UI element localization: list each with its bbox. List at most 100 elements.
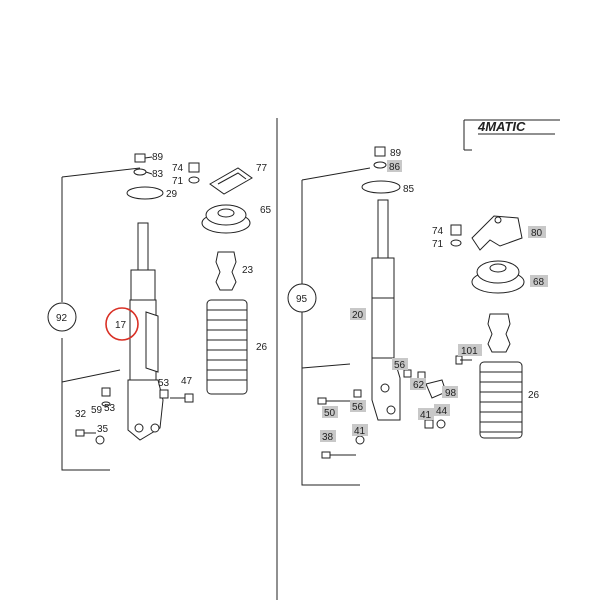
left-assembly: 92 89 83 29 17 74 71 77 65 <box>47 152 272 471</box>
label-71-left: 71 <box>172 176 184 187</box>
dust-boot-26-right <box>479 361 523 439</box>
label-bg-20 <box>350 308 366 320</box>
label-85-right: 85 <box>403 184 415 195</box>
bolt-hole-left <box>150 423 160 433</box>
label-59-left: 59 <box>91 405 103 416</box>
plate-77 <box>209 167 253 195</box>
label-bg-41b <box>352 424 368 436</box>
bracket-80-hole <box>494 216 502 224</box>
strut-upper-right <box>371 257 395 299</box>
bolt-101-right <box>455 355 472 365</box>
label-bg-62 <box>410 378 426 390</box>
ring-29-left <box>126 186 164 200</box>
label-35-left: 35 <box>97 424 109 435</box>
label-bg-101 <box>458 344 482 356</box>
label-29-left: 29 <box>166 189 178 200</box>
strut-rod-right <box>377 199 389 259</box>
label-38: 38 <box>322 432 334 443</box>
label-bg-50 <box>322 406 338 418</box>
bolt-hole-right-2 <box>386 405 396 415</box>
label-26-right: 26 <box>528 390 540 401</box>
emblem-4matic: 4MATIC <box>463 119 560 151</box>
label-bg-86 <box>387 160 402 172</box>
nut-53-upper-left <box>159 389 169 399</box>
nut-59-left <box>101 387 111 397</box>
label-83-left: 83 <box>152 169 164 180</box>
label-bg-38 <box>320 430 336 442</box>
label-77: 77 <box>256 163 268 174</box>
group-label-95: 95 <box>296 294 308 305</box>
label-bg-56-lower <box>350 400 366 412</box>
washer-41-lower-right <box>355 435 365 445</box>
label-71-right: 71 <box>432 239 444 250</box>
group-label-92: 92 <box>56 313 68 324</box>
washer-44-right <box>436 419 446 429</box>
label-bg-98 <box>442 386 458 398</box>
label-20-right: 20 <box>352 310 364 321</box>
bolt-hole-right <box>380 383 390 393</box>
label-bg-80 <box>528 226 546 238</box>
strut-rod-left <box>137 222 149 272</box>
washer-83-left <box>133 168 147 176</box>
label-41-right-a: 41 <box>420 410 432 421</box>
mount-68-center <box>489 263 507 273</box>
strut-body-right <box>371 297 395 359</box>
bracket-80 <box>471 215 523 251</box>
label-101: 101 <box>461 346 478 357</box>
bolt-47-left <box>170 393 194 403</box>
label-50: 50 <box>324 408 336 419</box>
label-89-left: 89 <box>152 152 164 163</box>
label-bg-68 <box>530 275 548 287</box>
label-26-left: 26 <box>256 342 268 353</box>
label-74-left: 74 <box>172 163 184 174</box>
group-circle-95 <box>287 283 317 313</box>
bump-stop-23-left <box>215 251 237 291</box>
nut-56-upper-right <box>403 369 412 378</box>
strut-tube-left <box>145 311 159 373</box>
washer-53-left <box>101 401 111 407</box>
emblem-text: 4MATIC <box>477 119 526 134</box>
label-bg-56-upper <box>392 358 408 370</box>
nut-89-right <box>374 146 386 157</box>
label-41-right-b: 41 <box>354 426 366 437</box>
label-68: 68 <box>533 277 545 288</box>
label-86-right: 86 <box>389 162 401 173</box>
bolt-38-right <box>321 451 356 459</box>
group-circle-92 <box>47 302 77 332</box>
strut-upper-left <box>130 269 156 301</box>
label-89-right: 89 <box>390 148 402 159</box>
ring-85-right <box>361 180 401 194</box>
washer-71-right <box>450 239 462 247</box>
mount-65-center <box>217 208 235 218</box>
label-56-lower-right: 56 <box>352 402 364 413</box>
washer-71-left <box>188 176 200 184</box>
label-47-left: 47 <box>181 376 193 387</box>
nut-74-right <box>450 224 462 236</box>
bump-stop-right <box>487 313 511 353</box>
label-98: 98 <box>445 388 457 399</box>
washer-102-right <box>417 371 426 380</box>
bolt-32-left <box>75 429 96 437</box>
label-53-upper-left: 53 <box>158 378 170 389</box>
label-74-right: 74 <box>432 226 444 237</box>
label-65: 65 <box>260 205 272 216</box>
right-assembly: 95 89 86 85 20 74 71 80 68 <box>287 146 548 486</box>
label-80: 80 <box>531 228 543 239</box>
label-44: 44 <box>436 406 448 417</box>
nut-74-left <box>188 162 200 173</box>
label-62: 62 <box>413 380 425 391</box>
nut-41-right <box>424 419 434 429</box>
label-56-upper-right: 56 <box>394 360 406 371</box>
bolt-hole-left-2 <box>134 423 144 433</box>
label-23-left: 23 <box>242 265 254 276</box>
label-53-lower-left: 53 <box>104 403 116 414</box>
label-32-left: 32 <box>75 409 87 420</box>
label-bg-44 <box>434 404 450 416</box>
nut-89-left <box>134 153 146 163</box>
label-17: 17 <box>115 320 127 331</box>
washer-86-right <box>373 161 387 169</box>
label-bg-41a <box>418 408 434 420</box>
nut-56-lower-right <box>353 389 362 398</box>
washer-35-left <box>95 435 105 445</box>
